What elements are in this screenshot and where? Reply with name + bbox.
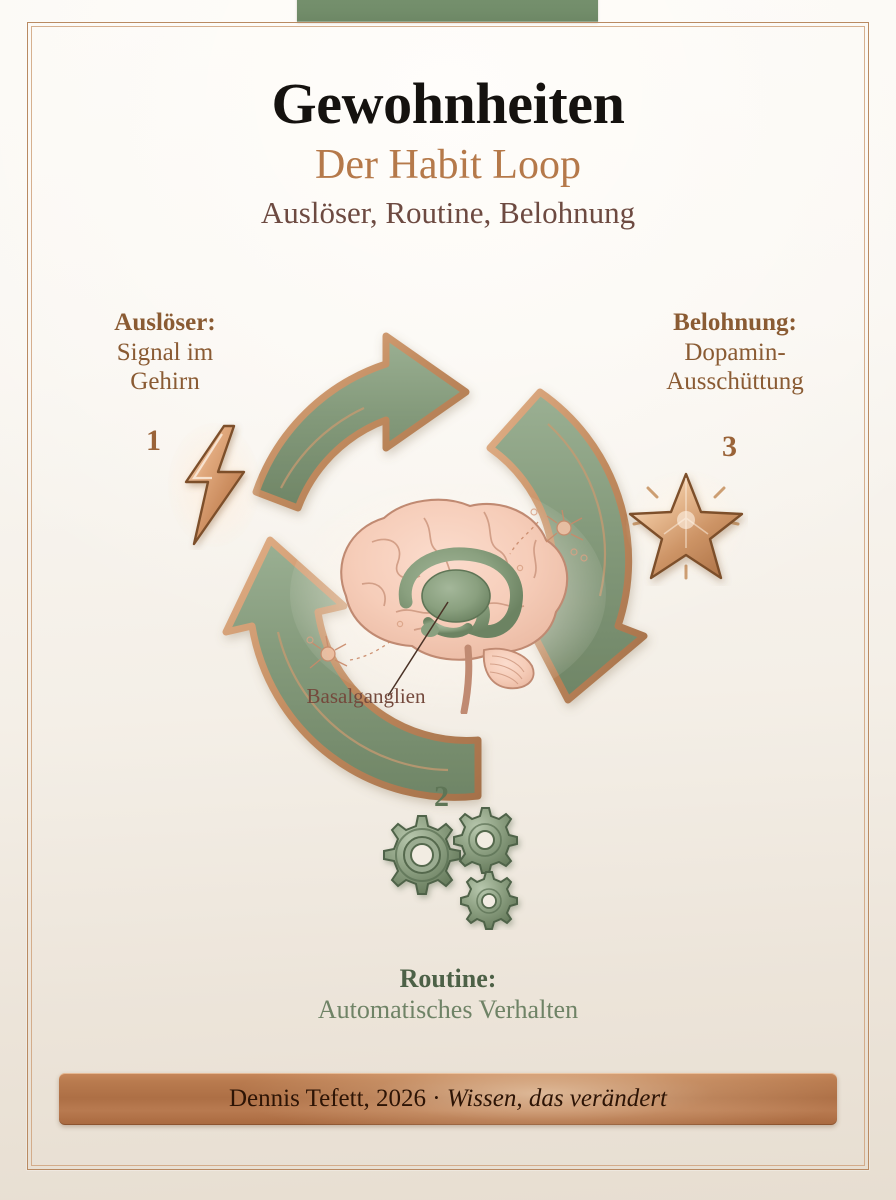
arrow-trigger-to-reward — [252, 332, 470, 512]
star-icon — [624, 468, 748, 586]
basal-ganglia-arc — [398, 547, 523, 638]
page-tagline: Auslöser, Routine, Belohnung — [260, 195, 636, 231]
footer-credit: Dennis Tefett, 2026 · Wissen, das veränd… — [59, 1073, 837, 1125]
basal-ganglia-core — [421, 569, 491, 623]
routine-head: Routine: — [399, 964, 497, 993]
page-border-inner — [31, 26, 865, 1166]
reward-head: Belohnung: — [673, 309, 797, 336]
page-border-outer — [27, 22, 869, 1170]
title-block: Gewohnheiten Der Habit Loop Auslöser, Ro… — [0, 71, 896, 231]
page-title: Gewohnheiten — [271, 71, 625, 136]
neuron-sketches — [309, 509, 584, 669]
basalganglien-leader-line — [387, 601, 449, 697]
gear-large — [383, 815, 461, 895]
footer-author: Dennis Tefett, 2026 · — [228, 1085, 447, 1112]
page-subtitle: Der Habit Loop — [315, 142, 581, 189]
lightning-bolt-icon — [168, 420, 260, 550]
arrow-routine-to-trigger — [222, 536, 482, 801]
gear-medium — [453, 807, 518, 874]
brain-stem — [460, 644, 473, 714]
step-number-1: 1 — [146, 424, 161, 457]
brain-illustration — [290, 484, 606, 714]
trigger-head: Auslöser: — [114, 309, 216, 336]
basalganglien-caption: Basalganglien — [306, 684, 426, 708]
gears-icon — [362, 802, 544, 930]
top-accent-tab — [297, 0, 598, 22]
reward-body: Dopamin-Ausschüttung — [666, 338, 804, 396]
routine-body: Automatisches Verhalten — [317, 994, 579, 1024]
footer-motto: Wissen, das verändert — [446, 1085, 667, 1112]
step-number-3: 3 — [722, 430, 737, 463]
step-label-reward: Belohnung: Dopamin-Ausschüttung — [600, 308, 870, 397]
habit-loop-diagram: Basalganglien — [0, 272, 896, 1062]
footer-plaque: Dennis Tefett, 2026 · Wissen, das veränd… — [59, 1073, 837, 1125]
gear-small — [460, 871, 518, 930]
step-label-routine: Routine: Automatisches Verhalten — [198, 964, 698, 1025]
step-number-2: 2 — [434, 780, 449, 813]
